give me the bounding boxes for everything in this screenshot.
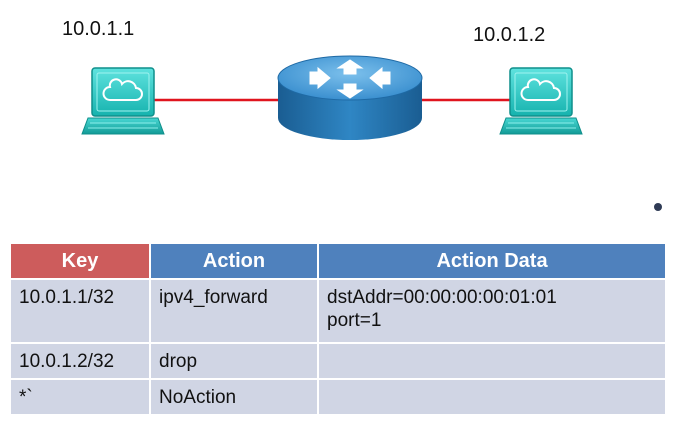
cell-action: NoAction [150, 378, 319, 414]
host-right-computer-icon [499, 67, 583, 135]
host-right-ip-label: 10.0.1.2 [473, 24, 546, 46]
table-row: 10.0.1.2/32 drop [11, 342, 665, 379]
match-action-table: Key Action Action Data 10.0.1.1/32 ipv4_… [11, 244, 665, 414]
cell-action-data [318, 378, 665, 414]
header-action: Action [150, 244, 319, 279]
cell-key: 10.0.1.1/32 [11, 278, 151, 343]
cell-key: 10.0.1.2/32 [11, 342, 151, 379]
cell-action-data [318, 342, 665, 379]
header-action-data: Action Data [318, 244, 665, 279]
topology-diagram [81, 55, 583, 140]
router-icon [277, 55, 423, 140]
cell-action-data: dstAddr=00:00:00:00:01:01 port=1 [318, 278, 665, 343]
cell-action: drop [150, 342, 319, 379]
header-key: Key [11, 244, 151, 279]
cell-key: *` [11, 378, 151, 414]
host-left-ip-label: 10.0.1.1 [62, 18, 135, 40]
bullet-dot [654, 203, 662, 211]
table-row: *` NoAction [11, 378, 665, 414]
cell-action: ipv4_forward [150, 278, 319, 343]
table-row: 10.0.1.1/32 ipv4_forward dstAddr=00:00:0… [11, 278, 665, 343]
table-header-row: Key Action Action Data [11, 244, 665, 279]
action-data-line: dstAddr=00:00:00:00:01:01 [327, 287, 557, 308]
host-left-computer-icon [81, 67, 165, 135]
action-data-line: port=1 [327, 310, 382, 331]
